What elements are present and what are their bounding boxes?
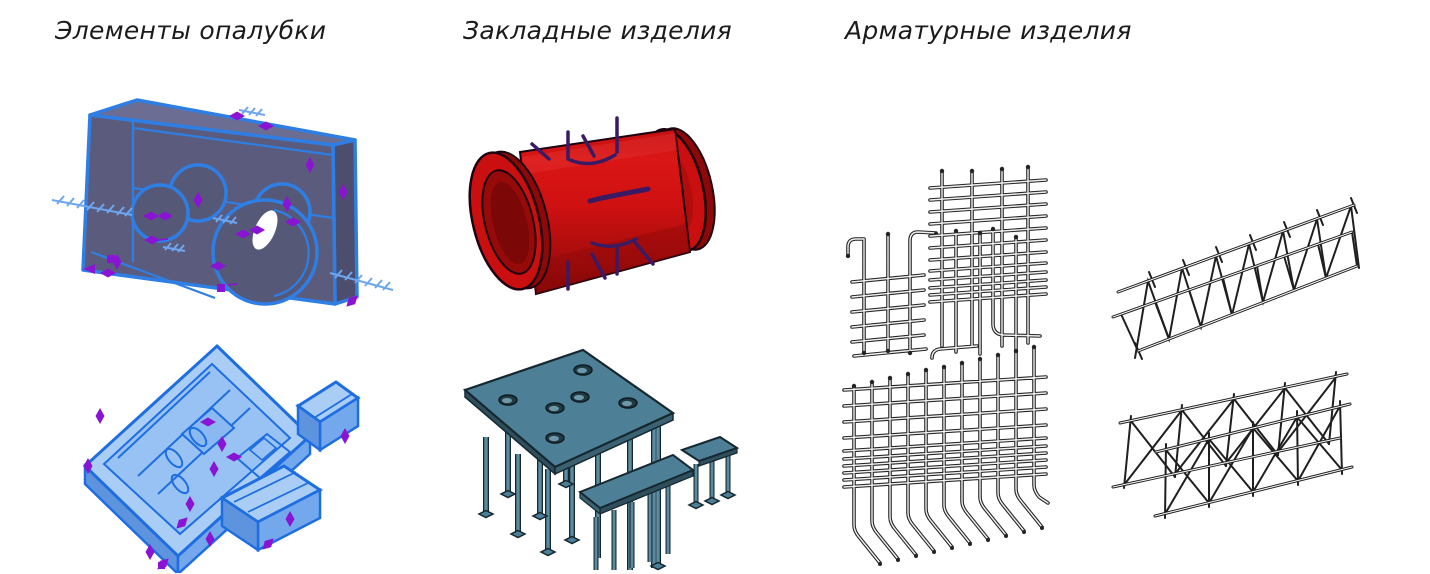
- formwork-box-openings: [130, 163, 319, 306]
- formwork-assembly-figure: [62, 338, 392, 573]
- medium-anchor-plate: [578, 453, 696, 516]
- main-anchor-plate: [462, 348, 676, 476]
- plate-holes: [498, 364, 638, 444]
- girder-lower-webs: [1123, 371, 1343, 519]
- sleeve-anchor-rods: [530, 116, 655, 291]
- embedded-plate-figure: [448, 342, 763, 572]
- rebar-mesh-large-bars: [842, 346, 1050, 565]
- rebar-cage-ends: [939, 164, 1031, 240]
- rebar-lattice-girder-lower-model-icon: [1111, 371, 1354, 519]
- embedded-sleeve-figure: [462, 102, 762, 307]
- embedded-pipe-sleeve-model-icon: [468, 116, 716, 296]
- formwork-assembly-constraint-markers: [83, 408, 350, 573]
- sleeve-left-flange: [468, 150, 552, 291]
- arrow-marker-icon: [83, 264, 95, 274]
- formwork-box-figure: [25, 92, 420, 324]
- section-title-rebar: Арматурные изделия: [845, 16, 1132, 45]
- section-title-formwork: Элементы опалубки: [55, 16, 327, 45]
- formwork-assembly-model-icon: [82, 343, 361, 573]
- rebar-cage-model-icon: [928, 164, 1048, 360]
- rebar-lattice-girder-upper-model-icon: [1111, 197, 1360, 360]
- rebar-mesh-large-ends: [851, 344, 1044, 566]
- sleeve-body: [518, 127, 692, 296]
- section-title-embedded: Закладные изделия: [463, 16, 733, 45]
- rebar-girder-upper-figure: [1105, 196, 1370, 364]
- girder-upper-chords: [1111, 203, 1359, 353]
- small-anchor-plate: [679, 435, 740, 467]
- rebar-girder-lower-figure: [1110, 366, 1360, 531]
- formwork-box-model-icon: [51, 98, 394, 310]
- formwork-box-constraint-markers: [83, 111, 361, 310]
- rebar-mesh-large-model-icon: [842, 344, 1050, 566]
- rebar-cage-bars: [928, 166, 1048, 360]
- rebar-cage-figure: [922, 150, 1057, 375]
- formwork-assembly-right-wing: [295, 380, 361, 453]
- formwork-box-hatch-marks: [51, 106, 394, 291]
- embedded-anchor-plate-model-icon: [462, 348, 740, 572]
- formwork-assembly-lower-wing: [219, 464, 323, 553]
- rebar-mesh-large-figure: [840, 343, 1050, 571]
